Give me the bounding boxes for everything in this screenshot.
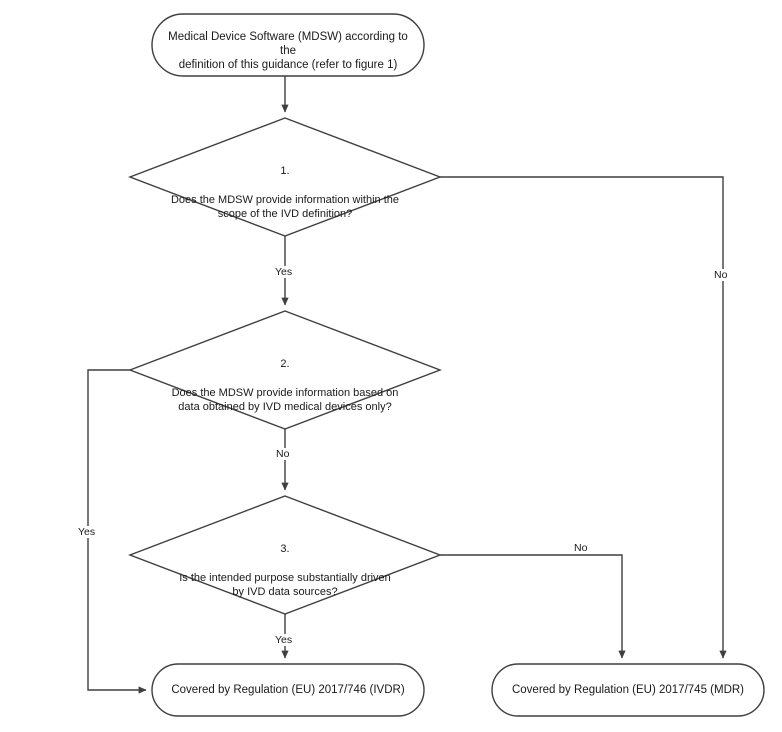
edge-decision3-no: [440, 554, 626, 659]
node-start-shape: [151, 13, 425, 77]
edge-decision1-no: [440, 176, 727, 659]
node-decision3-shape: [128, 495, 442, 615]
edge-label-decision3-yes: Yes: [273, 634, 295, 646]
edge-label-decision1-yes: Yes: [273, 266, 295, 278]
node-decision2-shape: [128, 310, 442, 430]
node-outcome-ivdr-shape: [151, 663, 425, 717]
node-decision1-shape: [128, 117, 442, 237]
edge-label-decision3-no: No: [572, 542, 590, 554]
node-outcome-mdr-shape: [491, 663, 765, 717]
edge-label-decision2-yes: Yes: [76, 526, 98, 538]
edge-label-decision2-no: No: [274, 448, 292, 460]
edge-label-decision1-no: No: [712, 269, 730, 281]
